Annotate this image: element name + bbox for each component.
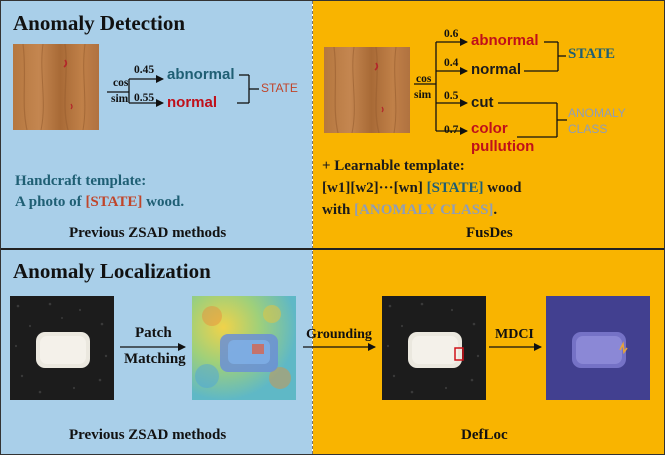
patch-label: Patch xyxy=(135,325,172,341)
caption-top-left: Previous ZSAD methods xyxy=(69,225,227,241)
vertical-dashed-divider xyxy=(312,1,313,454)
label-pullution-right: pullution xyxy=(471,138,535,155)
label-cut-right: cut xyxy=(471,94,494,111)
learnable-template-with: with xyxy=(322,202,355,218)
state-label-left: STATE xyxy=(261,81,298,95)
anomaly-localization-title: Anomaly Localization xyxy=(13,259,211,283)
mdci-label: MDCI xyxy=(495,327,534,342)
learnable-template-state: [STATE] xyxy=(426,180,484,196)
score-normal-left: 0.55 xyxy=(134,92,155,104)
cos-label-left: cos xyxy=(113,77,129,89)
score-abnormal-right: 0.6 xyxy=(444,28,459,40)
learnable-template-class: [ANOMALY CLASS] xyxy=(354,202,494,218)
label-normal-right: normal xyxy=(471,61,522,78)
caption-bottom-left: Previous ZSAD methods xyxy=(69,427,227,443)
template-suffix: wood. xyxy=(142,194,185,210)
learnable-template-line3: with [ANOMALY CLASS]. xyxy=(322,202,497,219)
heatmap-image xyxy=(192,296,296,400)
sim-label-right: sim xyxy=(414,89,432,101)
sim-label-left: sim xyxy=(111,93,129,105)
score-color-right: 0.7 xyxy=(444,124,459,136)
learnable-template-words: [w1][w2]···[wn] xyxy=(322,180,427,196)
label-color-right: color xyxy=(471,120,508,137)
state-label-right: STATE xyxy=(568,46,615,62)
learnable-template-heading: + Learnable template: xyxy=(322,158,465,174)
caption-bottom-right: DefLoc xyxy=(461,427,508,443)
caption-top-right: FusDes xyxy=(466,225,513,241)
label-abnormal-right: abnormal xyxy=(471,32,539,49)
gum-image-input xyxy=(10,296,114,400)
template-prefix: A photo of xyxy=(15,194,86,210)
learnable-template-period: . xyxy=(493,202,498,218)
template-state: [STATE] xyxy=(85,194,143,210)
horizontal-divider xyxy=(1,248,664,250)
label-abnormal-left: abnormal xyxy=(167,66,235,83)
wood-image-left xyxy=(13,44,99,130)
mdci-result-image xyxy=(546,296,650,400)
matching-label: Matching xyxy=(124,351,186,367)
anomaly-class-label-2: CLASS xyxy=(568,122,608,136)
learnable-template-line2: [w1][w2]···[wn] [STATE] wood xyxy=(322,180,521,197)
anomaly-class-label-1: ANOMALY xyxy=(568,106,626,120)
handcraft-template-text: A photo of [STATE] wood. xyxy=(15,194,184,211)
label-normal-left: normal xyxy=(167,94,218,111)
wood-image-right xyxy=(324,47,410,133)
gum-image-grounded xyxy=(382,296,486,400)
learnable-template-wood: wood xyxy=(483,180,522,196)
score-cut-right: 0.5 xyxy=(444,90,459,102)
grounding-label: Grounding xyxy=(306,327,372,342)
cos-label-right: cos xyxy=(416,73,432,85)
score-normal-right: 0.4 xyxy=(444,57,459,69)
anomaly-detection-title: Anomaly Detection xyxy=(13,11,186,35)
handcraft-template-heading: Handcraft template: xyxy=(15,173,147,189)
score-abnormal-left: 0.45 xyxy=(134,64,155,76)
